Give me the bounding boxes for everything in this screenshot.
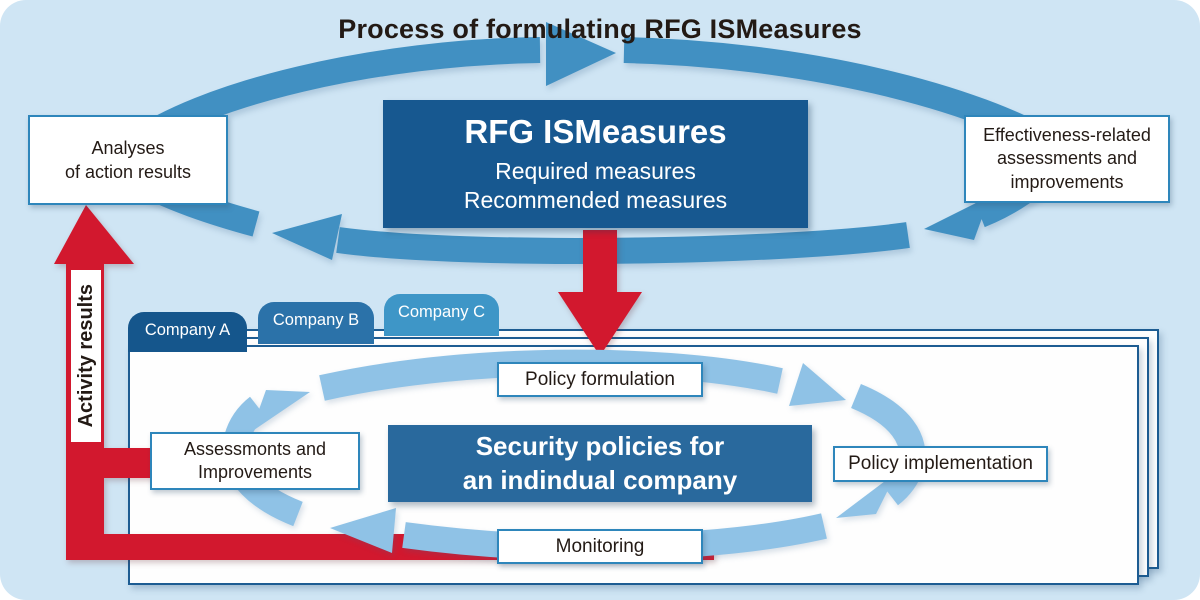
inner-topleft-arrowhead-icon [251,390,310,432]
analyses-of-action-results-box: Analyses of action results [28,115,228,205]
tab-company-a: Company A [128,312,247,352]
tab-company-c-label: Company C [397,303,486,321]
measures-down-arrow-icon [558,230,642,356]
rfg-ismeasures-box: RFG ISMeasures Required measures Recomme… [383,100,808,228]
outer-bottom-middle-arc [336,222,910,264]
feedback-branch-bar [96,448,158,478]
tab-company-a-label: Company A [144,321,231,339]
monitoring-box: Monitoring [497,529,703,564]
outer-top-arrowhead-icon [546,22,616,86]
activity-results-label: Activity results [68,267,104,445]
rfg-ismeasures-heading: RFG ISMeasures [464,113,727,151]
policy-implementation-box: Policy implementation [833,446,1048,482]
required-measures-line: Required measures [495,158,696,185]
tab-company-b-label: Company B [272,311,360,329]
tab-company-b: Company B [258,302,374,344]
effectiveness-assessments-box: Effectiveness-related assessments and im… [964,115,1170,203]
policy-formulation-box: Policy formulation [497,362,703,397]
activity-results-text: Activity results [74,284,97,428]
tab-company-c: Company C [384,294,499,336]
inner-bottomright-arrowhead-icon [836,472,897,518]
inner-bottomleft-arrowhead-icon [330,508,396,553]
activity-up-arrowhead-icon [54,205,134,264]
security-policies-box: Security policies for an indindual compa… [388,425,812,502]
recommended-measures-line: Recommended measures [463,187,728,213]
page-title: Process of formulating RFG ISMeasures [338,14,862,44]
outer-left-arrowhead-icon [272,214,342,260]
assessments-improvements-box: Assessmonts and Improvements [150,432,360,490]
outer-right-arrowhead-icon [924,196,990,240]
inner-topright-arrowhead-icon [789,363,846,406]
